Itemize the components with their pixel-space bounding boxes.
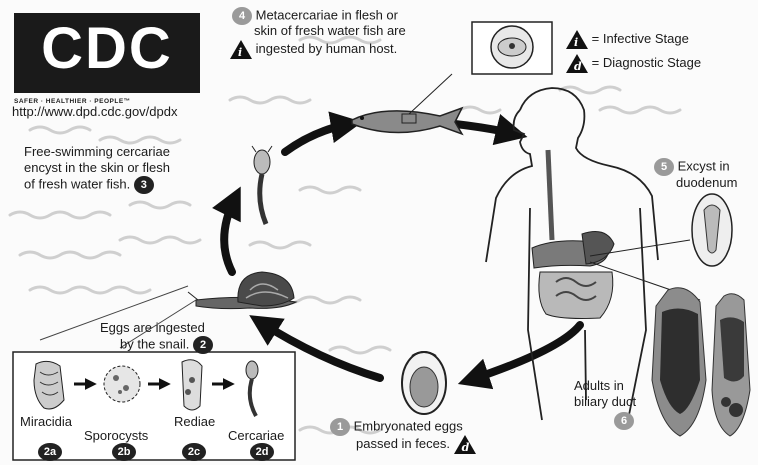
excysted-metacercaria bbox=[692, 194, 732, 266]
stage-1-line1: Embryonated eggs bbox=[354, 418, 463, 433]
stage-6-badge: 6 bbox=[614, 412, 634, 430]
stage-1-line2: passed in feces. bbox=[356, 436, 450, 451]
cdc-logo-letters: CDC bbox=[14, 19, 200, 79]
stage-2a-badge: 2a bbox=[38, 443, 62, 461]
sporocysts-label: Sporocysts bbox=[84, 428, 148, 443]
adult-flukes bbox=[652, 288, 750, 436]
stage-3-line3-row: of fresh water fish. 3 bbox=[24, 176, 154, 194]
legend-infective: i = Infective Stage bbox=[566, 30, 689, 49]
stage-3-line3: of fresh water fish. bbox=[24, 176, 130, 191]
cdc-url-link[interactable]: http://www.dpd.cdc.gov/dpdx bbox=[12, 104, 177, 119]
stage-5-badge: 5 bbox=[654, 158, 674, 176]
stage-6-badge-wrap: 6 bbox=[614, 412, 634, 430]
stage-2b-badge-wrap: 2b bbox=[112, 443, 136, 461]
infective-stage-icon: i bbox=[230, 40, 252, 59]
stage-3-badge: 3 bbox=[134, 176, 154, 194]
diagnostic-stage-icon: d bbox=[454, 435, 476, 454]
legend-diagnostic: d = Diagnostic Stage bbox=[566, 54, 701, 73]
legend-infective-label: = Infective Stage bbox=[592, 31, 689, 46]
diagnostic-stage-icon: d bbox=[566, 54, 588, 73]
cercariae-label: Cercariae bbox=[228, 428, 284, 443]
stage-2-badge: 2 bbox=[193, 336, 213, 354]
stage-4-line2: skin of fresh water fish are bbox=[254, 23, 406, 38]
stage-2c-badge-wrap: 2c bbox=[182, 443, 206, 461]
infective-stage-icon: i bbox=[566, 30, 588, 49]
stage-1-line2-row: passed in feces. d bbox=[356, 435, 476, 454]
miracidia-label: Miracidia bbox=[20, 414, 72, 429]
stage-2c-badge: 2c bbox=[182, 443, 206, 461]
stage-4-line3-row: i ingested by human host. bbox=[230, 40, 397, 59]
stage-1-caption: 1 Embryonated eggs bbox=[330, 418, 463, 436]
stage-4-badge: 4 bbox=[232, 7, 252, 25]
stage-2-line2-row: by the snail. 2 bbox=[120, 336, 213, 354]
stage-5-line1: Excyst in bbox=[678, 158, 730, 173]
stage-6-line2: biliary duct bbox=[574, 394, 636, 409]
stage-2a-badge-wrap: 2a bbox=[38, 443, 62, 461]
cdc-logo: CDC bbox=[14, 13, 200, 93]
legend-diagnostic-label: = Diagnostic Stage bbox=[592, 55, 701, 70]
stage-3-line2: encyst in the skin or flesh bbox=[24, 160, 170, 175]
stage-3-line1: Free-swimming cercariae bbox=[24, 144, 170, 159]
stage-4-line3: ingested by human host. bbox=[256, 41, 398, 56]
stage-5-line2: duodenum bbox=[676, 175, 737, 190]
stage-2b-badge: 2b bbox=[112, 443, 136, 461]
stage-2-line2: by the snail. bbox=[120, 336, 189, 351]
stage-2d-badge: 2d bbox=[250, 443, 274, 461]
free-cercaria bbox=[252, 146, 272, 224]
stage-6-line1: Adults in bbox=[574, 378, 624, 393]
cycle-arrows bbox=[224, 124, 580, 380]
stage-1-badge: 1 bbox=[330, 418, 350, 436]
metacercaria-inset bbox=[472, 22, 552, 74]
fish-illustration bbox=[352, 74, 462, 134]
stage-2-line1: Eggs are ingested bbox=[100, 320, 205, 335]
rediae-label: Rediae bbox=[174, 414, 215, 429]
stage-5-caption: 5 Excyst in bbox=[654, 158, 730, 176]
stage-2d-badge-wrap: 2d bbox=[250, 443, 274, 461]
embryonated-egg bbox=[402, 352, 446, 414]
stage-4-line1: Metacercariae in flesh or bbox=[256, 7, 398, 22]
